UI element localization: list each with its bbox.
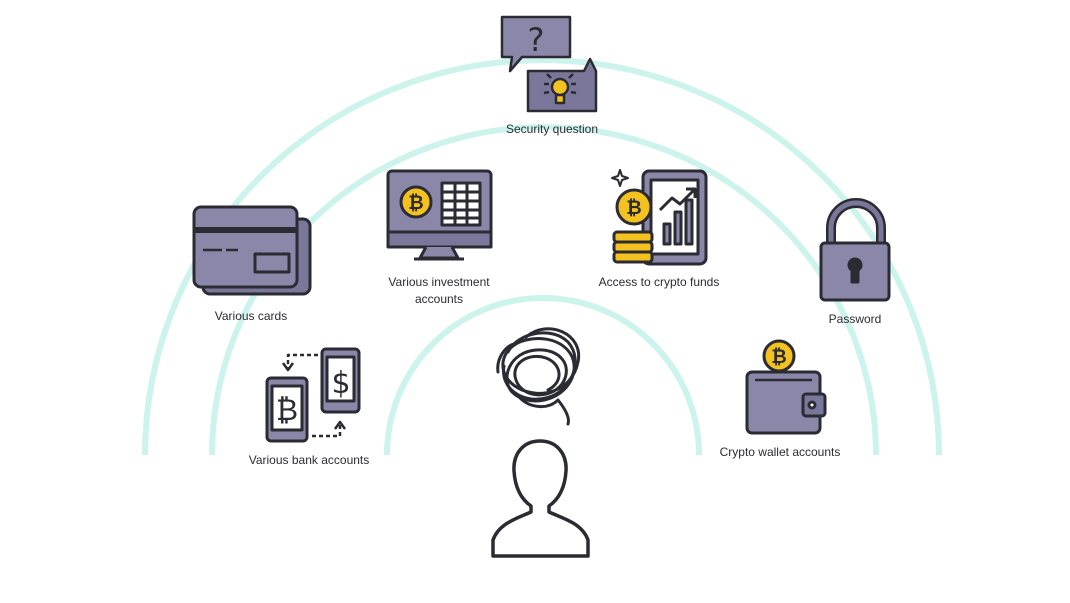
svg-text:₿: ₿ — [626, 197, 641, 219]
svg-text:?: ? — [528, 21, 545, 59]
padlock-icon — [819, 198, 891, 302]
phone-transfer-icon: $ ₿ — [265, 347, 361, 443]
tangled-thoughts-icon — [496, 327, 581, 426]
crypto-growth-tablet-icon: ₿ — [611, 169, 708, 266]
label-various-bank-accounts: Various bank accounts — [248, 453, 370, 467]
label-access-to-crypto-funds: Access to crypto funds — [598, 275, 720, 289]
person-silhouette-icon — [491, 439, 590, 558]
label-various-investment-accounts: Various investment accounts — [388, 275, 490, 306]
label-password: Password — [828, 312, 882, 326]
bitcoin-monitor-icon: ₿ — [386, 169, 493, 261]
label-security-question: Security question — [505, 122, 599, 136]
svg-text:₿: ₿ — [408, 192, 423, 214]
label-various-cards: Various cards — [214, 309, 288, 323]
inner-arc — [384, 295, 702, 456]
svg-text:₿: ₿ — [276, 393, 298, 428]
label-crypto-wallet-accounts: Crypto wallet accounts — [719, 445, 841, 459]
svg-text:$: $ — [331, 366, 350, 401]
question-lightbulb-icon: ? — [500, 15, 598, 113]
bitcoin-wallet-icon: ₿ — [745, 339, 827, 435]
credit-cards-icon — [192, 205, 312, 296]
svg-text:₿: ₿ — [771, 346, 786, 368]
